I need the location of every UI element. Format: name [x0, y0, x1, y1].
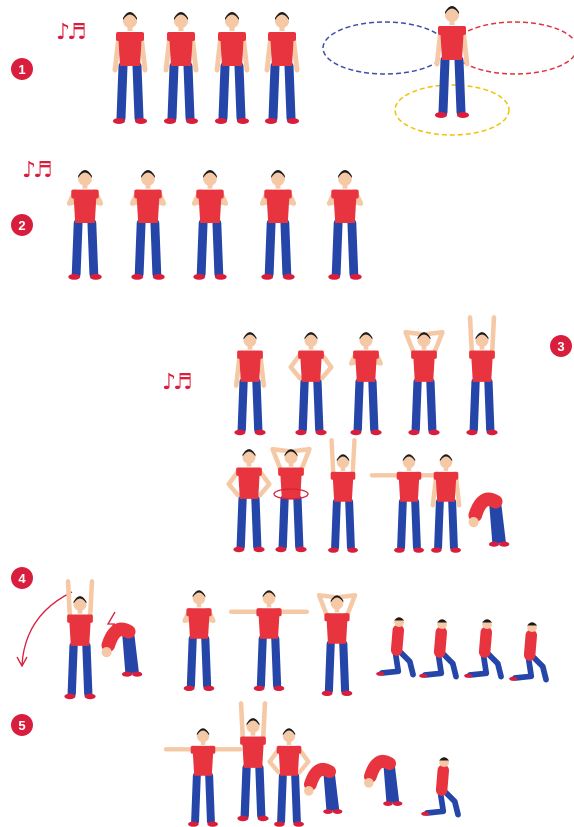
exercise-figure [328, 440, 358, 553]
exercise-figure [406, 332, 443, 435]
exercise-figure [166, 728, 240, 827]
kneeling-figure [464, 619, 501, 678]
exercise-figure [291, 332, 331, 435]
kneeling-figure [421, 757, 458, 816]
running-figure [328, 170, 361, 280]
blue-ring [323, 22, 447, 74]
exercise-figure [273, 449, 310, 552]
bending-figure [304, 769, 342, 814]
kneeling-figure [419, 619, 456, 678]
kneeling-figure [376, 617, 413, 676]
exercise-figure [64, 581, 95, 699]
row1-figure [164, 12, 198, 124]
exercise-figure [466, 317, 497, 435]
bending-figure [102, 629, 143, 676]
row1-figure [265, 12, 299, 124]
kneeling-figure [509, 622, 546, 681]
running-figure [193, 170, 226, 280]
exercise-figure [237, 703, 268, 821]
ring-figure [435, 6, 469, 118]
bending-figure [469, 499, 510, 546]
bending-figure [364, 761, 402, 806]
running-figure [131, 170, 164, 280]
exercise-figure [431, 454, 461, 553]
row1-figure [113, 12, 147, 124]
exercise-figure [270, 728, 309, 827]
exercise-figure [184, 590, 215, 691]
exercise-figure [229, 449, 269, 552]
exercise-figure [234, 332, 265, 435]
row1-figure [215, 12, 249, 124]
exercise-figure [231, 590, 307, 691]
curved-arrow-icon [22, 592, 72, 665]
yellow-ring [395, 85, 509, 135]
red-ring [453, 22, 574, 74]
running-figure [261, 170, 294, 280]
exercise-figure [350, 332, 381, 435]
running-figure [68, 170, 101, 280]
exercise-figure [319, 595, 355, 696]
